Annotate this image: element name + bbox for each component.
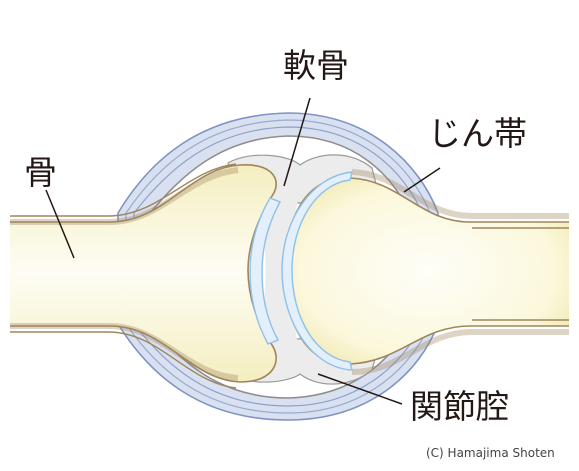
ligament-leader: [403, 167, 441, 193]
left-bone: [10, 163, 277, 389]
label-ligament: じん帯: [428, 114, 527, 153]
label-cartilage: 軟骨: [283, 46, 349, 85]
copyright-notice: (C) Hamajima Shoten: [426, 446, 555, 460]
cartilage-layers: [249, 171, 353, 371]
label-joint-cavity: 関節腔: [410, 387, 509, 426]
cartilage-leader: [283, 97, 311, 187]
label-bone: 骨: [24, 153, 57, 192]
cavity-leader: [317, 373, 403, 405]
right-bone: [284, 169, 569, 375]
bone-leader: [45, 189, 75, 259]
leader-lines: [45, 97, 441, 405]
